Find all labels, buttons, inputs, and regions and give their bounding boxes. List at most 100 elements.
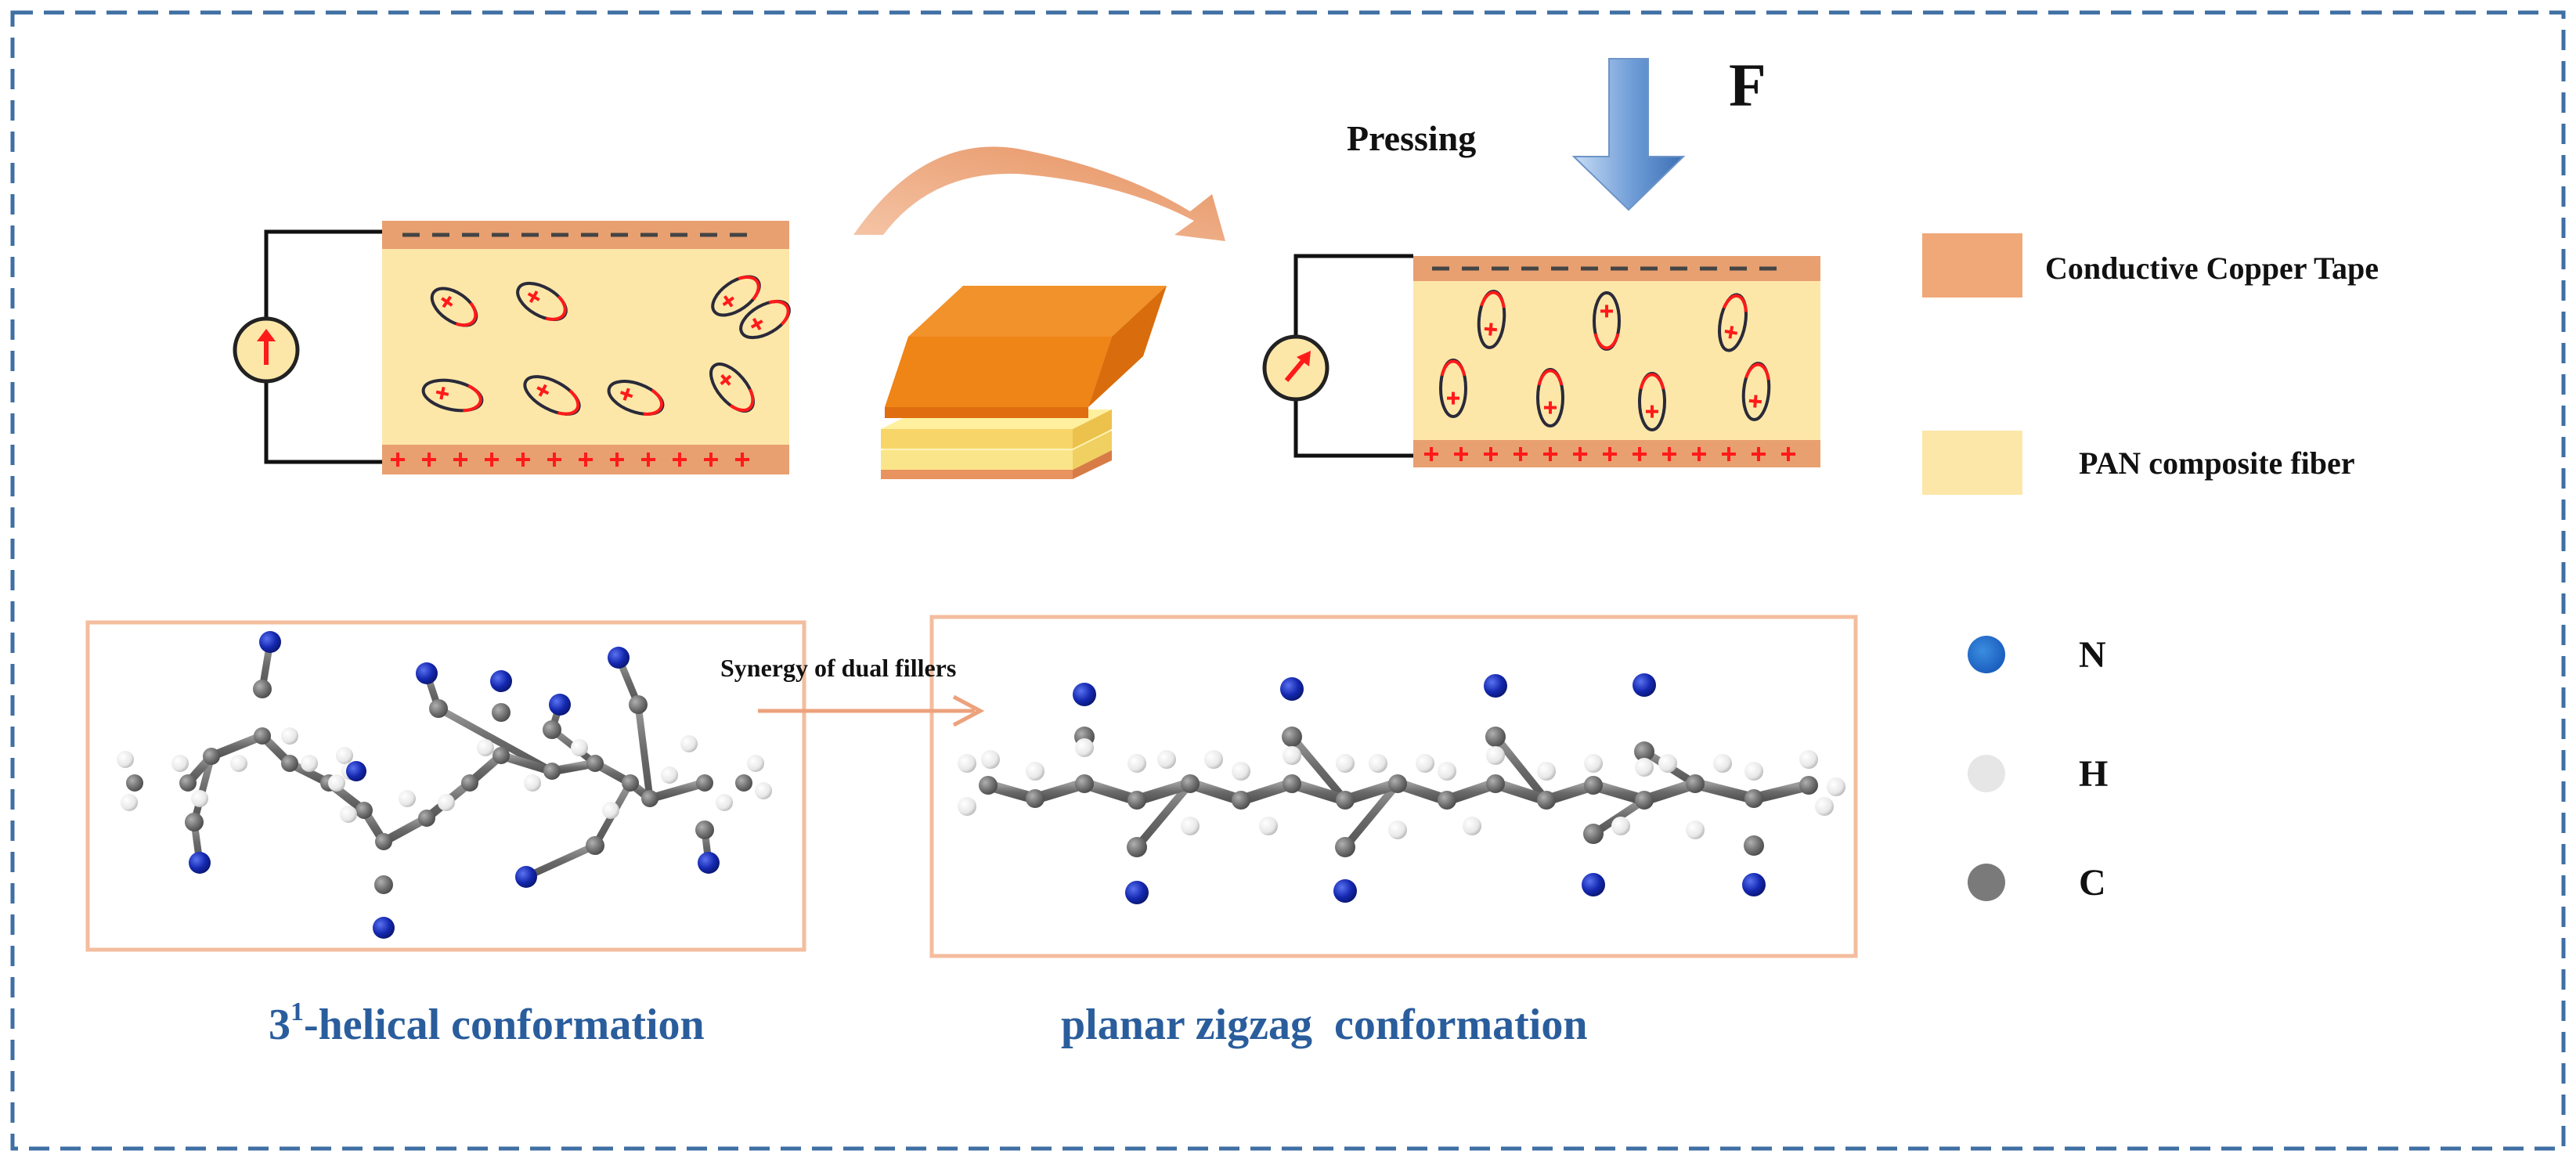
force-arrow-icon bbox=[1571, 58, 1686, 211]
dipole bbox=[1638, 372, 1666, 431]
atom-c bbox=[586, 836, 604, 855]
atom-n bbox=[1582, 873, 1605, 896]
dipoles-aligned bbox=[1439, 290, 1771, 431]
atom-c bbox=[629, 695, 648, 714]
atom-c bbox=[1485, 727, 1506, 747]
atom-h bbox=[1584, 754, 1603, 773]
atom-h bbox=[191, 790, 208, 807]
atom-n bbox=[1333, 879, 1357, 903]
atom-n bbox=[373, 917, 395, 939]
synergy-label: Synergy of dual fillers bbox=[720, 654, 956, 682]
atom-c bbox=[1583, 824, 1604, 844]
atom-n bbox=[1280, 677, 1304, 701]
atom-c bbox=[1232, 791, 1250, 810]
legend-label-n: N bbox=[2079, 634, 2106, 676]
atom-h bbox=[121, 794, 138, 811]
plus-mark bbox=[439, 386, 446, 400]
legend-label-h: H bbox=[2079, 753, 2108, 795]
atom-c bbox=[281, 755, 298, 772]
atom-h bbox=[1463, 817, 1481, 835]
atom-h bbox=[340, 806, 357, 823]
atom-c bbox=[253, 680, 272, 698]
atom-c bbox=[1181, 774, 1200, 793]
atom-h bbox=[1827, 777, 1845, 796]
atom-h bbox=[1658, 754, 1677, 773]
atom-c bbox=[1026, 789, 1044, 808]
zigzag-title: planar zigzag conformation bbox=[1061, 1001, 1587, 1049]
atom-h bbox=[1635, 758, 1654, 777]
legend-atom-c-icon bbox=[1968, 864, 2005, 901]
atom-h bbox=[1157, 750, 1176, 769]
atom-c bbox=[429, 699, 448, 718]
plus-mark bbox=[442, 295, 453, 308]
atom-h bbox=[1611, 817, 1630, 835]
atom-c bbox=[355, 802, 373, 819]
plus-mark bbox=[622, 388, 630, 401]
atom-h bbox=[716, 794, 733, 811]
dipole bbox=[421, 378, 484, 413]
atom-n bbox=[189, 852, 211, 874]
atom-c bbox=[375, 833, 392, 850]
bond bbox=[1341, 780, 1402, 851]
plus-mark bbox=[752, 318, 762, 330]
atom-h bbox=[981, 750, 1000, 769]
legend-label-c: C bbox=[2079, 862, 2106, 904]
atom-h bbox=[1815, 797, 1834, 816]
bond bbox=[207, 731, 267, 761]
atom-c bbox=[696, 774, 713, 792]
atom-c bbox=[1388, 774, 1407, 793]
atom-c bbox=[543, 720, 561, 739]
legend-label-pan: PAN composite fiber bbox=[2079, 445, 2355, 481]
atom-c bbox=[1686, 774, 1705, 793]
bond bbox=[522, 842, 599, 881]
atom-h bbox=[524, 774, 541, 792]
plus-mark bbox=[538, 384, 547, 397]
atom-c bbox=[641, 790, 658, 807]
atom-h bbox=[1232, 762, 1250, 781]
atom-h bbox=[477, 739, 494, 756]
helical-title-text: -helical conformation bbox=[304, 1001, 705, 1049]
atom-h bbox=[1799, 750, 1818, 769]
atom-c bbox=[1744, 835, 1764, 856]
atom-c bbox=[1635, 791, 1654, 810]
helical-molecule bbox=[117, 631, 772, 939]
dipole bbox=[523, 375, 581, 416]
atom-n bbox=[515, 866, 537, 888]
atom-c bbox=[586, 755, 604, 772]
dashed-border bbox=[10, 10, 2566, 1151]
atom-h bbox=[1713, 754, 1732, 773]
legend-swatch-pan bbox=[1922, 431, 2022, 495]
atom-n bbox=[1073, 683, 1096, 706]
legend-atom-n-icon bbox=[1968, 636, 2005, 673]
atom-h bbox=[1486, 746, 1505, 765]
bond bbox=[435, 705, 556, 775]
atom-h bbox=[438, 794, 455, 811]
atom-c bbox=[374, 875, 393, 894]
bond bbox=[1133, 780, 1194, 851]
atom-h bbox=[958, 754, 976, 773]
bond bbox=[1690, 778, 1759, 804]
atom-c bbox=[492, 703, 511, 722]
atom-h bbox=[1388, 821, 1407, 839]
atom-n bbox=[346, 761, 366, 781]
positive-charges-left bbox=[391, 453, 749, 467]
atom-h bbox=[336, 747, 353, 764]
dipole bbox=[1536, 368, 1564, 427]
dipole bbox=[709, 362, 755, 413]
plus-mark bbox=[1748, 399, 1762, 404]
atom-h bbox=[1537, 762, 1556, 781]
atom-c bbox=[1282, 727, 1302, 747]
atom-n bbox=[549, 694, 571, 716]
device-pressed bbox=[1262, 254, 1820, 467]
atom-c bbox=[1438, 791, 1456, 810]
pan-layer-left bbox=[382, 249, 789, 445]
helical-box bbox=[85, 620, 806, 952]
positive-charges-right bbox=[1424, 447, 1795, 461]
atom-h bbox=[1181, 817, 1200, 835]
atom-c bbox=[1127, 791, 1146, 810]
bond bbox=[1748, 780, 1814, 804]
atom-c bbox=[492, 747, 510, 764]
bond bbox=[634, 701, 654, 803]
atom-n bbox=[698, 852, 720, 874]
